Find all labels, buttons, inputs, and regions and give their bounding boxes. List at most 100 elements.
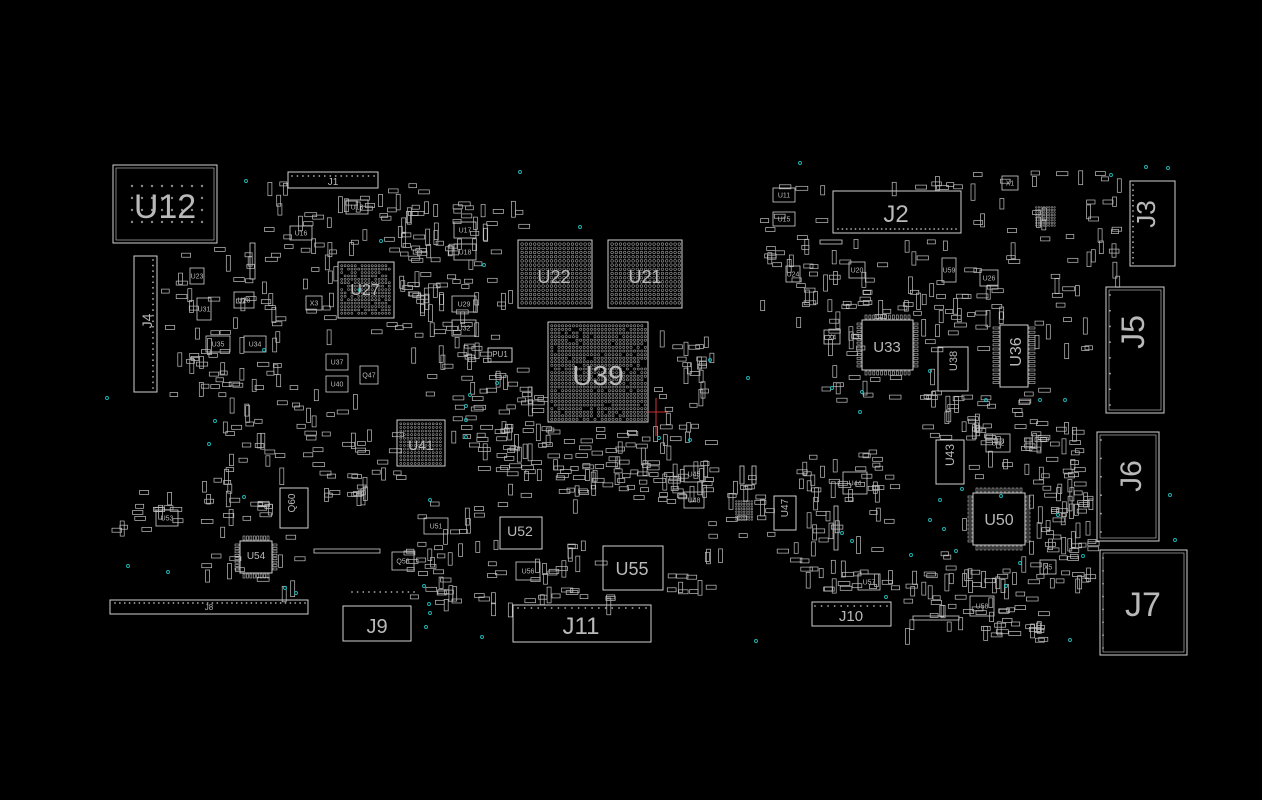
refdes-J2[interactable]: J2 [883,201,908,228]
refdes-J3[interactable]: J3 [1131,200,1161,227]
refdes-U40[interactable]: U40 [331,382,344,389]
refdes-U31[interactable]: U31 [198,307,211,314]
refdes-U16[interactable]: U16 [295,231,308,238]
refdes-U50[interactable]: U50 [984,512,1013,529]
refdes-U57[interactable]: U57 [863,580,876,587]
refdes-U22[interactable]: U22 [537,267,570,287]
refdes-U26[interactable]: U26 [983,276,996,283]
refdes-Q58[interactable]: Q58 [396,559,409,566]
passive-component [1002,462,1013,467]
passive-component [869,510,878,515]
bga-ball [644,407,647,411]
bga-ball [557,342,561,346]
passive-component [606,594,616,600]
passive-component [688,344,700,350]
refdes-J4[interactable]: J4 [139,313,155,328]
refdes-U20[interactable]: U20 [851,268,864,275]
pad [1028,368,1036,372]
bga-ball [604,399,608,403]
refdes-U42[interactable]: U42 [992,441,1005,448]
refdes-U52[interactable]: U52 [507,523,533,539]
refdes-U11[interactable]: U11 [778,193,790,200]
refdes-J6[interactable]: J6 [1115,460,1148,492]
ic-q47 [359,365,379,385]
refdes-J7[interactable]: J7 [1125,586,1161,624]
refdes-U55[interactable]: U55 [615,559,648,579]
refdes-U41[interactable]: U41 [408,437,434,453]
bga-ball [677,276,681,280]
refdes-U13[interactable]: U13 [351,205,364,212]
refdes-U53[interactable]: U53 [161,516,174,523]
passive-component [406,559,419,564]
bga-ball [614,301,618,305]
connector-pin [1132,225,1134,228]
refdes-U21[interactable]: U21 [628,267,661,287]
refdes-U51[interactable]: U51 [430,524,443,531]
refdes-U28[interactable]: U28 [238,298,251,305]
passive-component [425,391,435,397]
refdes-U34[interactable]: U34 [249,342,262,349]
refdes-U33[interactable]: U33 [873,339,901,356]
refdes-U38[interactable]: U38 [948,351,960,371]
refdes-J1[interactable]: J1 [328,177,339,188]
bga-ball [562,259,566,263]
refdes-U27[interactable]: U27 [350,282,379,299]
refdes-U58[interactable]: U58 [976,604,989,611]
refdes-U39[interactable]: U39 [572,360,623,391]
fpc-slot [819,239,843,245]
refdes-U17[interactable]: U17 [459,228,472,235]
refdes-U29[interactable]: U29 [458,302,471,309]
bga-ball [410,433,413,436]
refdes-Q60[interactable]: Q60 [287,493,298,512]
refdes-U44[interactable]: U44 [849,481,862,488]
ic-u20 [848,261,866,279]
bga-ball [353,274,357,278]
passive-component [618,486,629,492]
refdes-U45[interactable]: U45 [688,472,701,479]
passive-component [135,503,145,509]
refdes-X3[interactable]: X3 [310,301,319,308]
bga-ball [631,276,635,280]
refdes-J10[interactable]: J10 [839,608,863,625]
refdes-U48[interactable]: U48 [688,498,701,505]
refdes-U32[interactable]: U32 [458,326,471,333]
refdes-U59[interactable]: U59 [943,268,956,275]
refdes-PU1[interactable]: PU1 [492,350,508,359]
bga-ball [554,242,558,246]
passive-component [665,412,671,425]
bga-ball [579,389,583,393]
refdes-J5[interactable]: J5 [1115,315,1151,349]
refdes-J11[interactable]: J11 [563,613,600,640]
connector-pin [407,591,410,593]
connector-pin [401,591,404,593]
bga-ball [575,267,579,271]
refdes-U12[interactable]: U12 [134,188,196,226]
refdes-X5[interactable]: X5 [1044,565,1053,572]
refdes-U23[interactable]: U23 [191,274,204,281]
bga-ball [572,414,575,418]
passive-component [929,432,940,438]
bga-ball [387,308,391,312]
refdes-U24[interactable]: U24 [787,272,800,279]
via [840,531,844,535]
refdes-Q47[interactable]: Q47 [362,373,375,380]
passive-component [551,593,561,599]
refdes-U18[interactable]: U18 [459,250,472,257]
refdes-J9[interactable]: J9 [366,616,387,638]
refdes-J8[interactable]: J8 [205,603,214,612]
refdes-U37[interactable]: U37 [331,360,344,367]
refdes-U47[interactable]: U47 [780,498,791,517]
bga-ball [750,515,754,519]
refdes-X4[interactable]: X4 [828,335,837,342]
refdes-U43[interactable]: U43 [943,444,957,466]
refdes-U35[interactable]: U35 [212,342,225,349]
refdes-U54[interactable]: U54 [247,551,266,562]
refdes-U15[interactable]: U15 [778,217,791,224]
bga-ball [611,399,615,403]
refdes-X1[interactable]: X1 [1006,181,1015,188]
bga-ball [575,410,579,414]
bga-ball [639,271,644,276]
refdes-U56[interactable]: U56 [522,569,535,576]
refdes-U36[interactable]: U36 [1008,337,1025,366]
